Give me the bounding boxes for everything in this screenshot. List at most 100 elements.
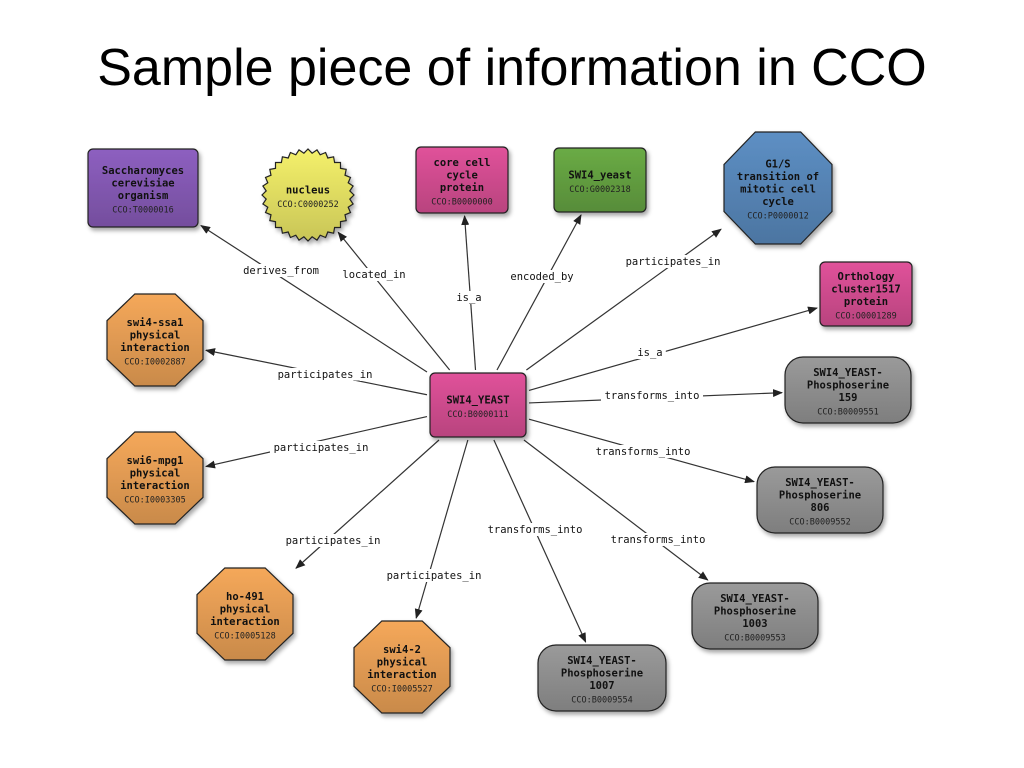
node-title-line: swi4-ssa1 (127, 317, 184, 329)
edge-label-phospho-1003: transforms_into (607, 533, 709, 546)
nodes-layer: SaccharomycescerevisiaeorganismCCO:T0000… (87, 131, 913, 714)
node-id: CCO:B0000000 (431, 197, 492, 207)
node-id: CCO:B0009554 (571, 695, 632, 705)
node-id: CCO:G0002318 (569, 185, 630, 195)
node-id: CCO:B0000111 (447, 410, 508, 420)
node-title-line: swi6-mpg1 (127, 455, 184, 467)
edge-nucleus (337, 231, 451, 371)
node-shape (106, 431, 204, 525)
node-title-line: interaction (367, 669, 437, 681)
node-title-line: protein (440, 182, 484, 194)
node-title-line: Phosphoserine (561, 667, 643, 679)
node-id: CCO:B0009553 (724, 633, 785, 643)
edge-label-bg (339, 268, 409, 281)
edge-label-text: participates_in (274, 442, 369, 454)
node-shape (196, 567, 294, 661)
node-title-line: cycle (762, 196, 794, 208)
edge-label-bg (592, 445, 694, 458)
edge-label-bg (270, 441, 372, 454)
node-title-line: Orthology (838, 271, 896, 283)
node-title-line: SWI4_YEAST- (567, 655, 637, 667)
edge-g1s-transition (526, 228, 722, 371)
edge-label-text: is_a (637, 347, 662, 359)
edge-label-bg (453, 291, 485, 304)
node-title-line: swi4-2 (383, 644, 421, 656)
node-title-line: Phosphoserine (714, 605, 796, 617)
node-swi4-yeast-center: SWI4_YEAST CCO:B0000111 (429, 372, 527, 438)
edge-label-phospho-806: transforms_into (592, 445, 694, 458)
node-shape (429, 372, 527, 438)
node-title-line: cerevisiae (111, 177, 174, 189)
edge-label-text: participates_in (286, 535, 381, 547)
node-title-line: SWI4_YEAST (446, 394, 509, 406)
node-shape (756, 466, 884, 534)
node-title-line: physical (220, 603, 271, 615)
edge-label-text: participates_in (626, 256, 721, 268)
edge-label-bg (239, 264, 323, 277)
node-title-line: Saccharomyces (102, 165, 184, 177)
node-id: CCO:I0002887 (124, 357, 185, 367)
node-shape (537, 644, 667, 712)
node-shape (784, 356, 912, 424)
node-title-line: interaction (120, 342, 190, 354)
node-shape (415, 146, 509, 214)
edge-phospho-1007 (493, 439, 587, 643)
edge-label-swi4-yeast-gene: encoded_by (507, 270, 577, 283)
edge-label-bg (622, 255, 724, 268)
node-id: CCO:C0000252 (277, 200, 338, 210)
node-id: CCO:O0001289 (835, 311, 896, 321)
node-title-line: cycle (446, 169, 478, 181)
node-title-line: 1007 (589, 680, 614, 692)
node-title-line: physical (377, 656, 428, 668)
node-shape (723, 131, 833, 245)
node-title-line: 1003 (742, 618, 767, 630)
edge-label-swi4-2: participates_in (383, 569, 485, 582)
edge-label-text: is_a (456, 292, 481, 304)
node-id: CCO:B0009552 (789, 517, 850, 527)
node-title-line: interaction (210, 616, 280, 628)
node-title-line: cluster1517 (831, 283, 901, 295)
edge-label-saccharomyces: derives_from (239, 264, 323, 277)
node-title-line: 806 (811, 502, 830, 514)
edge-label-text: encoded_by (510, 271, 573, 283)
edge-swi4-2 (414, 439, 469, 619)
edge-label-phospho-1007: transforms_into (484, 523, 586, 536)
edge-label-nucleus: located_in (339, 268, 409, 281)
node-shape (87, 148, 199, 228)
node-id: CCO:P0000012 (747, 212, 808, 222)
node-title-line: mitotic cell (740, 184, 816, 196)
edge-label-bg (607, 533, 709, 546)
edge-label-bg (383, 569, 485, 582)
edge-label-bg (634, 346, 666, 359)
edge-ho-491 (295, 439, 440, 569)
node-title-line: physical (130, 467, 181, 479)
edge-label-text: transforms_into (611, 534, 706, 546)
edge-label-bg (484, 523, 586, 536)
node-title-line: SWI4_YEAST- (785, 477, 855, 489)
node-title-line: protein (844, 296, 888, 308)
edge-phospho-1003 (523, 439, 709, 581)
edge-label-text: derives_from (243, 265, 319, 277)
page-title: Sample piece of information in CCO (97, 39, 927, 97)
node-title-line: SWI4_YEAST- (720, 593, 790, 605)
node-title-line: organism (118, 190, 169, 202)
node-title-line: interaction (120, 480, 190, 492)
edge-label-text: transforms_into (596, 446, 691, 458)
node-shape (553, 147, 647, 213)
node-title-line: SWI4_yeast (568, 169, 631, 181)
edge-label-bg (282, 534, 384, 547)
edge-label-ho-491: participates_in (282, 534, 384, 547)
edge-label-phospho-159: transforms_into (601, 389, 703, 402)
node-shape (819, 261, 913, 327)
node-shape (691, 582, 819, 650)
node-title-line: 159 (839, 392, 858, 404)
node-title-line: G1/S (765, 159, 790, 171)
